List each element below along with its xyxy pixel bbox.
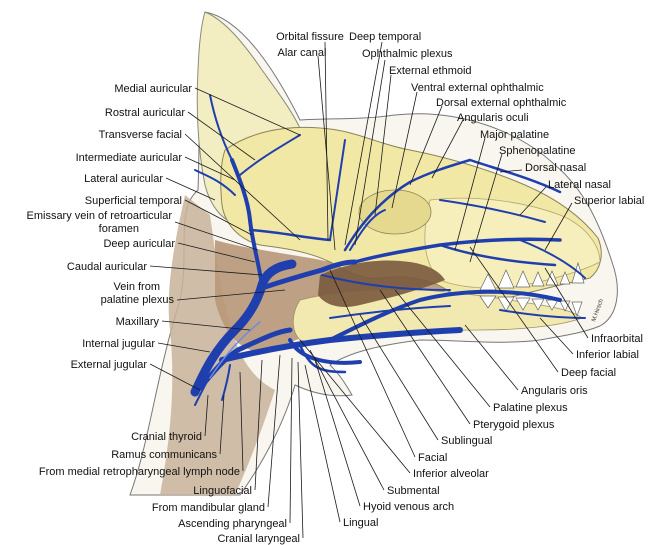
vein-deep-temporal xyxy=(329,139,346,241)
vein-palatine-plexus xyxy=(321,274,451,291)
label-superior-labial: Superior labial xyxy=(574,195,644,207)
label-ventral-external-ophthalmic: Ventral external ophthalmic xyxy=(411,82,544,94)
vein-auricular-branch-2 xyxy=(239,134,301,176)
label-lateral-nasal: Lateral nasal xyxy=(548,179,611,191)
labels-top: Orbital fissure Alar canal Deep temporal… xyxy=(276,31,644,207)
label-facial: Facial xyxy=(418,452,447,464)
label-sphenopalatine: Sphenopalatine xyxy=(499,145,575,157)
palate-shadow xyxy=(318,260,445,307)
vein-highlight xyxy=(209,321,261,379)
vein-lateral-nasal xyxy=(439,199,546,223)
label-lateral-auricular: Lateral auricular xyxy=(84,173,163,185)
label-maxillary: Maxillary xyxy=(116,316,160,328)
vein-external-jugular xyxy=(190,259,297,397)
label-emissary-vein-line1: Emissary vein of retroarticular xyxy=(27,210,173,222)
label-major-palatine: Major palatine xyxy=(480,129,549,141)
label-sublingual: Sublingual xyxy=(441,435,492,447)
label-deep-facial: Deep facial xyxy=(561,367,616,379)
vein-dorsal-external-ophthalmic xyxy=(343,158,472,252)
label-lingual: Lingual xyxy=(343,517,378,529)
label-medial-auricular: Medial auricular xyxy=(114,83,192,95)
label-inferior-alveolar: Inferior alveolar xyxy=(413,468,489,480)
label-deep-auricular: Deep auricular xyxy=(103,238,175,250)
leader-lines xyxy=(149,41,589,539)
label-palatine-plexus: Palatine plexus xyxy=(493,402,568,414)
vein-infraorbital xyxy=(438,243,557,267)
label-orbital-fissure: Orbital fissure xyxy=(276,31,344,43)
label-cranial-thyroid: Cranial thyroid xyxy=(131,431,202,443)
vein-dorsal-nasal xyxy=(468,158,562,194)
label-hyoid-venous-arch: Hyoid venous arch xyxy=(363,501,454,513)
label-superficial-temporal: Superficial temporal xyxy=(85,195,182,207)
label-from-mandibular-gland: From mandibular gland xyxy=(152,502,265,514)
label-external-jugular: External jugular xyxy=(71,359,148,371)
label-submental: Submental xyxy=(387,485,440,497)
vein-facial xyxy=(328,289,562,342)
label-ramus-communicans: Ramus communicans xyxy=(111,449,217,461)
vein-sublingual xyxy=(329,305,451,319)
label-cranial-laryngeal: Cranial laryngeal xyxy=(217,533,300,545)
vein-superficial-temporal xyxy=(230,158,264,287)
label-vein-from-line2: palatine plexus xyxy=(101,294,175,306)
label-linguofacial: Linguofacial xyxy=(193,485,252,497)
label-rostral-auricular: Rostral auricular xyxy=(105,107,185,119)
label-dorsal-external-ophthalmic: Dorsal external ophthalmic xyxy=(436,97,567,109)
vein-hyoid-arch xyxy=(288,338,362,365)
labels-right: Infraorbital Inferior labial Deep facial… xyxy=(343,333,643,529)
label-alar-canal: Alar canal xyxy=(278,47,327,59)
label-dorsal-nasal: Dorsal nasal xyxy=(525,162,586,174)
vein-transverse-facial xyxy=(248,228,332,242)
label-vein-from-line1: Vein from xyxy=(114,281,160,293)
label-emissary-vein-line2: foramen xyxy=(99,223,139,235)
labels-bottom: Cranial thyroid Ramus communicans From m… xyxy=(39,431,300,545)
labels-left: Medial auricular Rostral auricular Trans… xyxy=(27,83,193,371)
label-internal-jugular: Internal jugular xyxy=(82,338,155,350)
vein-inferior-labial xyxy=(499,309,586,319)
label-pterygoid-plexus: Pterygoid plexus xyxy=(473,419,555,431)
orbit-socket xyxy=(358,189,432,235)
label-deep-temporal: Deep temporal xyxy=(349,31,421,43)
vein-ophthalmic-plexus xyxy=(349,209,386,251)
label-external-ethmoid: External ethmoid xyxy=(389,65,472,77)
label-infraorbital: Infraorbital xyxy=(591,333,643,345)
label-inferior-labial: Inferior labial xyxy=(576,349,639,361)
label-ophthalmic-plexus: Ophthalmic plexus xyxy=(362,48,453,60)
vein-network xyxy=(190,94,586,406)
vein-cranial-thyroid xyxy=(194,371,213,406)
label-caudal-auricular: Caudal auricular xyxy=(67,261,147,273)
vein-ramus-communicans xyxy=(221,364,231,401)
vein-maxillary xyxy=(259,259,358,291)
label-angularis-oris: Angularis oris xyxy=(521,385,588,397)
vein-auricular-branch-1 xyxy=(209,94,233,161)
lower-teeth xyxy=(479,295,583,318)
label-transverse-facial: Transverse facial xyxy=(99,129,182,141)
vein-auricular-branch-3 xyxy=(194,169,236,196)
label-intermediate-auricular: Intermediate auricular xyxy=(76,152,183,164)
label-ascending-pharyngeal: Ascending pharyngeal xyxy=(178,518,287,530)
label-angularis-oculi: Angularis oculi xyxy=(457,112,529,124)
label-from-medial-retropharyngeal: From medial retropharyngeal lymph node xyxy=(39,466,240,478)
vein-superior-labial xyxy=(519,239,586,279)
